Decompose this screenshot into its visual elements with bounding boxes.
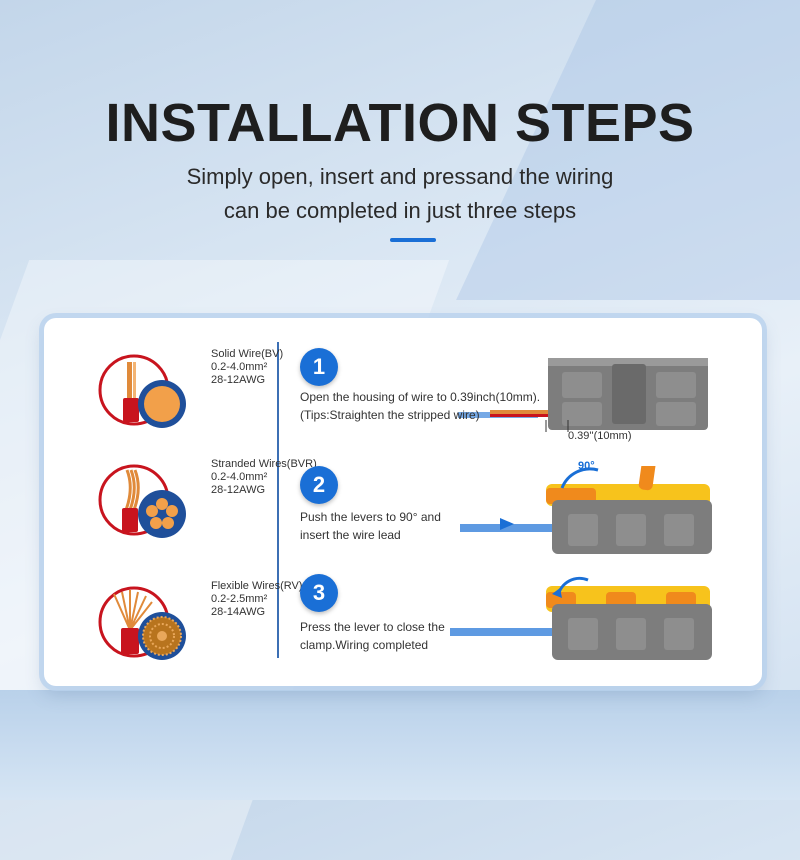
strip-length-label: 0.39''(10mm) [568,430,632,442]
step-instruction-line1: Open the housing of wire to 0.39inch(10m… [300,390,541,404]
page-title: INSTALLATION STEPS [105,93,695,153]
wire-range: 0.2-4.0mm² [211,361,268,373]
installation-card: Solid Wire(BV) 0.2-4.0mm² 28-12AWG Stran… [44,318,762,686]
step-instruction-line1: Press the lever to close the [300,620,445,634]
wire-awg: 28-14AWG [211,606,266,618]
wire-spec-flexible: Flexible Wires(RV) 0.2-2.5mm² 28-14AWG [94,580,324,670]
connector-closed-illustration [450,576,712,660]
subtitle-line-2: can be completed in just three steps [223,198,577,223]
step-2: 2 Push the levers to 90° and insert the … [300,460,740,576]
title-accent-bar [390,238,436,242]
wire-awg: 28-12AWG [211,484,266,496]
step-instruction-line1: Push the levers to 90° and [300,510,441,524]
stranded-wire-icon [98,464,186,538]
step-number-badge: 1 [300,348,338,386]
wire-range: 0.2-2.5mm² [211,593,268,605]
wire-type: Solid Wire(BV) [211,348,284,360]
step-number-badge: 2 [300,466,338,504]
wire-type: Stranded Wires(BVR) [211,458,317,470]
step-instruction-line2: (Tips:Straighten the stripped wire) [300,408,480,422]
step-number-badge: 3 [300,574,338,612]
wire-type: Flexible Wires(RV) [211,580,303,592]
lever-angle-label: 90° [578,460,595,472]
step-3: 3 Press the lever to close the clamp.Wir… [300,574,740,684]
wire-range: 0.2-4.0mm² [211,471,268,483]
wire-spec-stranded: Stranded Wires(BVR) 0.2-4.0mm² 28-12AWG [94,458,324,548]
background-floor [0,690,800,800]
solid-wire-icon [98,354,186,428]
flexible-wire-icon [98,586,186,660]
step-instruction-line2: clamp.Wiring completed [300,638,429,652]
step-instruction-line2: insert the wire lead [300,528,401,542]
connector-lever-up-illustration [460,466,712,554]
wire-awg: 28-12AWG [211,374,266,386]
wire-spec-solid: Solid Wire(BV) 0.2-4.0mm² 28-12AWG [94,348,324,438]
step-1: 1 Open the housing of wire to 0.39inch(1… [300,348,740,458]
connector-open-illustration [458,358,708,432]
column-divider [277,342,279,658]
subtitle-line-1: Simply open, insert and pressand the wir… [186,164,614,189]
page-subtitle: Simply open, insert and pressand the wir… [0,160,800,228]
